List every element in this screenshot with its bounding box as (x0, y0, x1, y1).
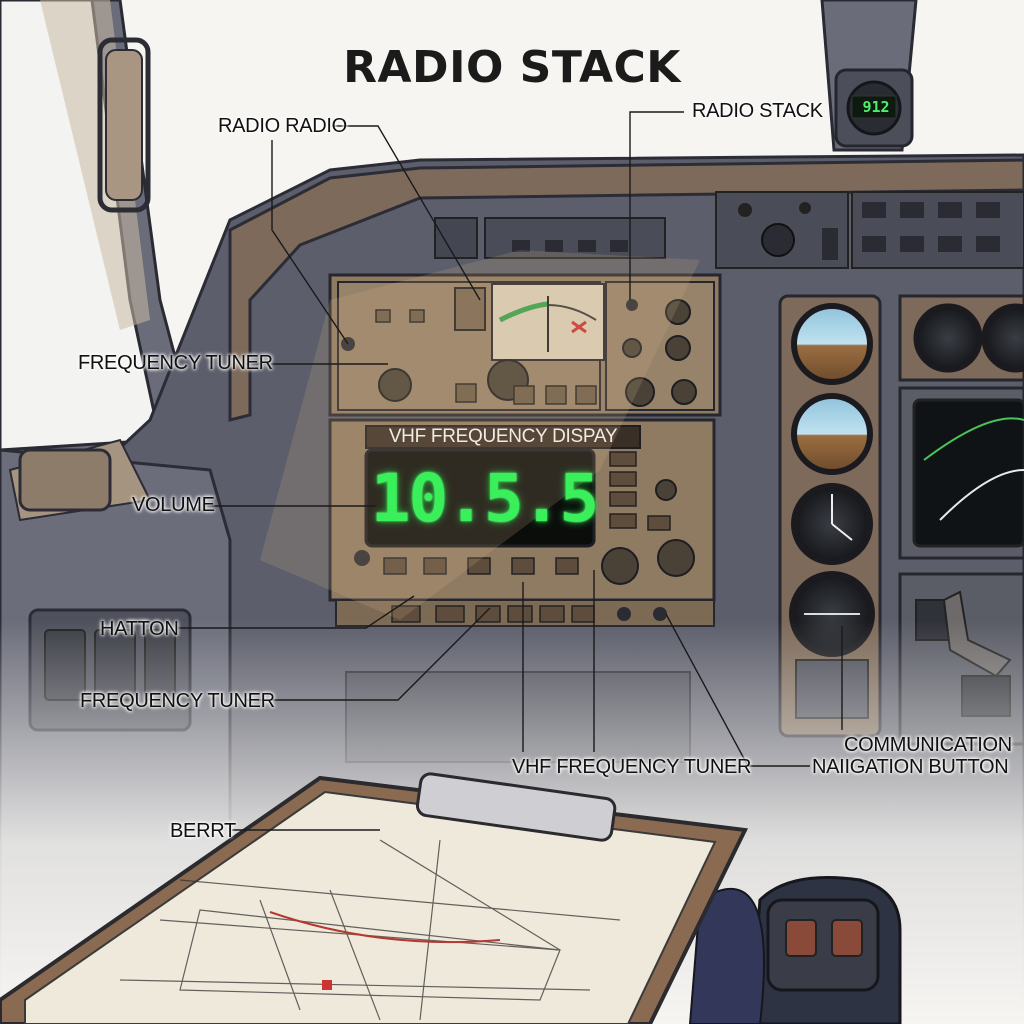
small-digital-readout: 912 (862, 98, 890, 116)
callout-communication: COMMUNICATION (844, 734, 1012, 756)
callout-leaders (176, 111, 843, 831)
callout-volume: VOLUME (132, 494, 215, 516)
callout-radio-stack: RADIO STACK (692, 100, 823, 122)
vhf-display-label: VHF FREQUENCY DISPAY (388, 426, 618, 447)
frequency-readout: 10.5.5 (370, 459, 599, 537)
callout-vhf-frequency-tuner: VHF FREQUENCY TUNER (512, 756, 752, 778)
control-yoke (688, 876, 902, 1024)
callout-navigation-button: NAIIGATION BUTTON (812, 756, 1009, 778)
clipboard (0, 772, 749, 1024)
callout-hatton: HATTON (100, 618, 179, 640)
callout-radio-radio: RADIO RADIO (218, 115, 347, 137)
callout-berrt: BERRT (170, 820, 236, 842)
callout-frequency-tuner-1: FREQUENCY TUNER (78, 352, 273, 374)
callout-frequency-tuner-2: FREQUENCY TUNER (80, 690, 275, 712)
page-title: RADIO STACK (343, 42, 681, 93)
radio-stack (328, 273, 722, 763)
